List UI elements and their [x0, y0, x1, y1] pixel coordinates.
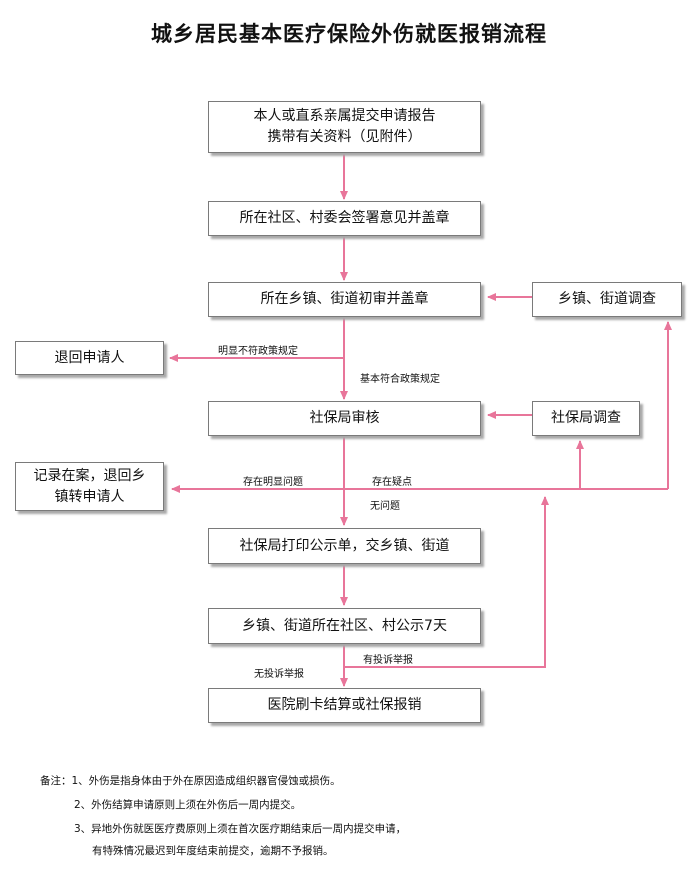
box-community-sign: 所在社区、村委会签署意见并盖章 — [208, 201, 481, 236]
box-town-review: 所在乡镇、街道初审并盖章 — [208, 282, 481, 317]
box-record-return: 记录在案，退回乡 镇转申请人 — [15, 462, 164, 511]
box-settle: 医院刷卡结算或社保报销 — [208, 688, 481, 723]
box-return-applicant: 退回申请人 — [15, 341, 164, 375]
label-not-comply: 明显不符政策规定 — [218, 346, 298, 357]
note-3a: 3、异地外伤就医医疗费原则上须在首次医疗期结束后一周内提交申请， — [74, 823, 407, 835]
box-record-return-line1: 记录在案，退回乡 — [33, 467, 146, 484]
label-complaint: 有投诉举报 — [363, 655, 413, 666]
box-print-notice: 社保局打印公示单，交乡镇、街道 — [208, 528, 481, 564]
note-2: 2、外伤结算申请原则上须在外伤后一周内提交。 — [74, 799, 302, 811]
note-prefix: 备注： — [40, 775, 72, 787]
box-apply: 本人或直系亲属提交申请报告 携带有关资料（见附件） — [208, 101, 481, 153]
box-apply-line2: 携带有关资料（见附件） — [267, 129, 422, 145]
label-doubt: 存在疑点 — [372, 477, 412, 488]
label-obvious-issue: 存在明显问题 — [243, 477, 303, 488]
box-town-investigate: 乡镇、街道调查 — [532, 282, 682, 317]
box-social-review: 社保局审核 — [208, 401, 481, 436]
label-no-issue: 无问题 — [370, 501, 400, 512]
arrow-complaint — [344, 496, 549, 668]
label-basic-comply: 基本符合政策规定 — [360, 374, 440, 385]
note-3b: 有特殊情况最迟到年度结束前提交，逾期不予报销。 — [92, 845, 334, 857]
label-no-complaint: 无投诉举报 — [254, 669, 304, 680]
page-title: 城乡居民基本医疗保险外伤就医报销流程 — [151, 22, 547, 46]
box-social-investigate: 社保局调查 — [532, 401, 640, 436]
box-record-return-line2: 镇转申请人 — [54, 488, 125, 505]
note-1: 备注：1、外伤是指身体由于外在原因造成组织器官侵蚀或损伤。 — [40, 773, 341, 788]
box-publicize: 乡镇、街道所在社区、村公示7天 — [208, 608, 481, 644]
box-apply-line1: 本人或直系亲属提交申请报告 — [253, 108, 436, 124]
note-1-text: 1、外伤是指身体由于外在原因造成组织器官侵蚀或损伤。 — [71, 775, 341, 787]
